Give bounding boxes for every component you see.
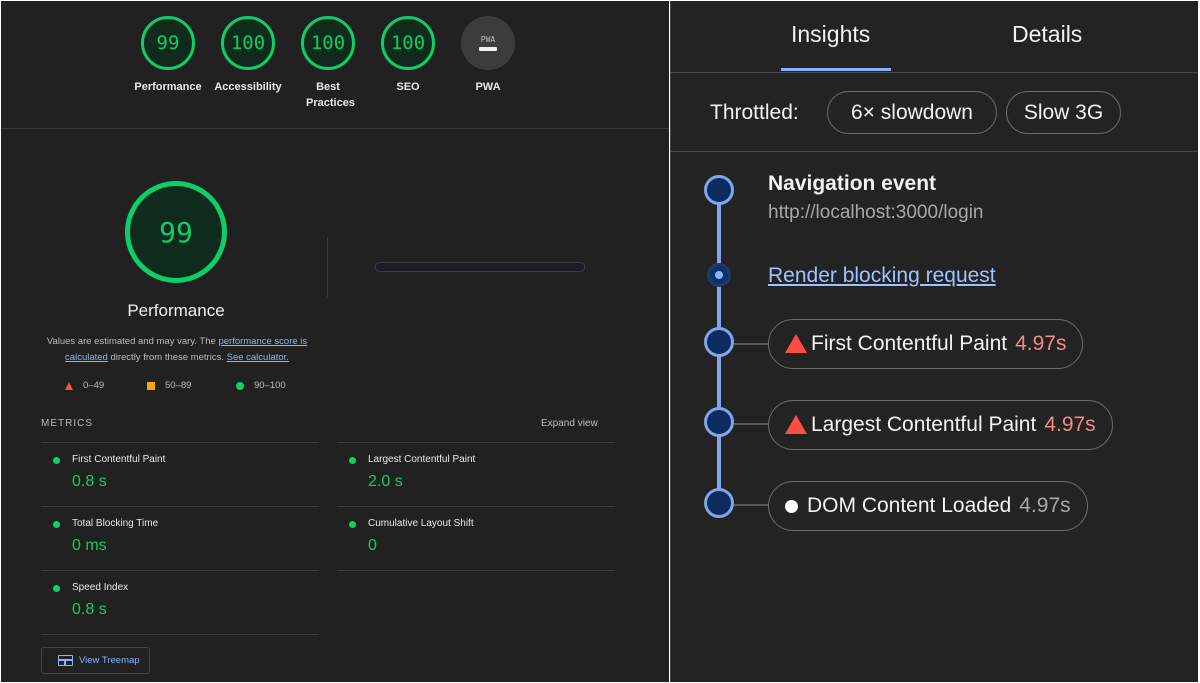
metric-largest-contentful-paint: Largest Contentful Paint 2.0 s [337, 442, 615, 506]
event-time: 4.97s [1044, 413, 1096, 436]
legend-poor: 0–49 [65, 380, 104, 391]
gauge-label: Accessibility [214, 81, 282, 93]
timeline-node-small [707, 263, 731, 287]
good-circle-icon [53, 457, 60, 464]
insights-panel: Insights Details Throttled: 6× slowdown … [670, 1, 1198, 682]
performance-score-link[interactable]: performance score is calculated [65, 336, 308, 363]
event-name: First Contentful Paint [811, 332, 1008, 355]
gauge-label: PWA [475, 81, 501, 93]
event-name: DOM Content Loaded [807, 494, 1012, 517]
tab-insights[interactable]: Insights [791, 21, 871, 47]
treemap-label: View Treemap [79, 655, 140, 666]
pwa-dash-icon [479, 47, 497, 51]
event-time: 4.97s [1015, 332, 1067, 355]
legend-range: 0–49 [83, 380, 105, 391]
good-circle-icon [349, 521, 356, 528]
timeline-node [704, 488, 734, 518]
gauge-label: Best Practices [306, 81, 355, 109]
metric-value: 0 ms [72, 537, 107, 554]
tab-details[interactable]: Details [1012, 21, 1083, 47]
metric-value: 0.8 s [72, 473, 107, 490]
metric-name: Speed Index [72, 582, 129, 593]
view-treemap-button[interactable]: View Treemap [41, 647, 150, 674]
metric-value: 0 [368, 537, 377, 554]
performance-score-gauge: 99 [125, 181, 227, 283]
gauge-accessibility[interactable]: 100 Accessibility [208, 16, 288, 95]
navigation-url: http://localhost:3000/login [768, 202, 984, 223]
gauge-label: Performance [134, 81, 202, 93]
circle-icon [785, 499, 798, 513]
good-circle-icon [349, 457, 356, 464]
active-tab-indicator [781, 68, 891, 71]
metric-cumulative-layout-shift: Cumulative Layout Shift 0 [337, 506, 615, 570]
gauge-pwa[interactable]: PWA PWA [448, 16, 528, 95]
connector-line [734, 504, 768, 506]
cpu-throttle-chip[interactable]: 6× slowdown [827, 91, 997, 134]
see-calculator-link[interactable]: See calculator. [226, 352, 289, 363]
legend-good: 90–100 [236, 380, 286, 391]
disclaimer-text: Values are estimated and may vary. The [46, 336, 219, 347]
legend-average: 50–89 [147, 380, 191, 391]
lighthouse-report: 99 Performance 100 Accessibility 100 Bes… [1, 1, 669, 682]
score-ring: 100 [381, 16, 435, 70]
throttling-bar: Throttled: 6× slowdown Slow 3G [671, 73, 1198, 152]
divider [327, 237, 328, 297]
final-screenshot-placeholder [375, 262, 585, 272]
legend-range: 90–100 [254, 380, 286, 391]
metric-name: Total Blocking Time [72, 518, 159, 529]
treemap-icon [58, 655, 73, 666]
throttled-label: Throttled: [710, 101, 799, 124]
connector-line [734, 423, 768, 425]
divider [337, 570, 615, 571]
score-ring: 100 [221, 16, 275, 70]
expand-view-toggle[interactable]: Expand view [541, 418, 598, 429]
triangle-icon [65, 381, 73, 390]
performance-title: Performance [127, 301, 225, 320]
metric-name: First Contentful Paint [72, 454, 166, 465]
event-pill-fcp[interactable]: First Contentful Paint 4.97s [768, 319, 1084, 369]
gauge-best-practices[interactable]: 100 Best Practices [288, 16, 368, 111]
metric-total-blocking-time: Total Blocking Time 0 ms [41, 506, 319, 570]
connector-line [734, 343, 768, 345]
divider [41, 634, 319, 635]
network-throttle-chip[interactable]: Slow 3G [1006, 91, 1121, 134]
metric-first-contentful-paint: First Contentful Paint 0.8 s [41, 442, 319, 506]
event-pill-dcl[interactable]: DOM Content Loaded 4.97s [768, 481, 1088, 531]
navigation-event-title: Navigation event [768, 172, 937, 195]
panel-tabs: Insights Details [671, 1, 1198, 73]
timeline-node [704, 175, 734, 205]
metric-value: 0.8 s [72, 601, 107, 618]
warning-triangle-icon [785, 333, 807, 353]
render-blocking-link[interactable]: Render blocking request [768, 264, 996, 287]
event-time: 4.97s [1019, 494, 1071, 517]
event-pill-lcp[interactable]: Largest Contentful Paint 4.97s [768, 400, 1113, 450]
pwa-badge-icon: PWA [461, 16, 515, 70]
good-circle-icon [53, 521, 60, 528]
timeline-node [704, 327, 734, 357]
circle-icon [236, 381, 244, 390]
warning-triangle-icon [785, 414, 807, 434]
category-gauges: 99 Performance 100 Accessibility 100 Bes… [1, 1, 669, 129]
legend-range: 50–89 [165, 380, 192, 391]
metric-value: 2.0 s [368, 473, 403, 490]
timeline-node [704, 407, 734, 437]
pwa-badge-text: PWA [480, 35, 496, 44]
metric-speed-index: Speed Index 0.8 s [41, 570, 319, 634]
gauge-label: SEO [396, 81, 420, 93]
score-ring: 100 [301, 16, 355, 70]
gauge-seo[interactable]: 100 SEO [368, 16, 448, 95]
square-icon [147, 381, 155, 390]
good-circle-icon [53, 585, 60, 592]
event-name: Largest Contentful Paint [811, 413, 1037, 436]
metric-name: Largest Contentful Paint [368, 454, 476, 465]
score-disclaimer: Values are estimated and may vary. The p… [41, 334, 313, 366]
score-ring: 99 [141, 16, 195, 70]
metric-name: Cumulative Layout Shift [368, 518, 474, 529]
metrics-heading: METRICS [41, 418, 93, 429]
gauge-performance[interactable]: 99 Performance [128, 16, 208, 95]
disclaimer-text: directly from these metrics. [107, 352, 227, 363]
